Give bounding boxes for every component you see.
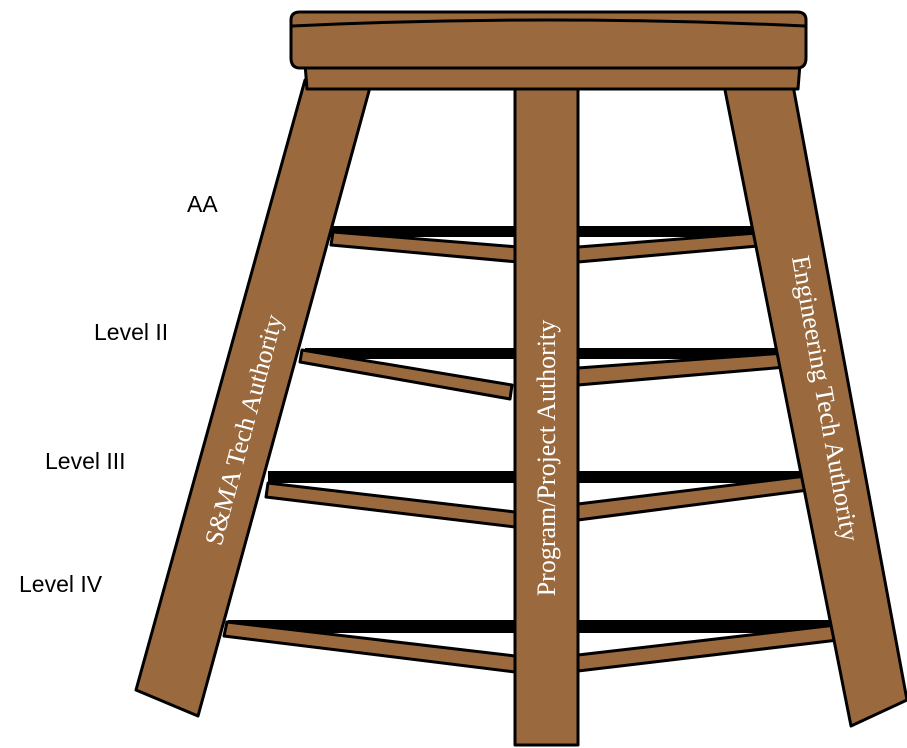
level-label-iii: Level III [45,448,126,474]
seat-edge-line [291,18,806,28]
stool-seat [289,10,808,91]
level-label-aa: AA [187,191,218,217]
center-leg-label: Program/Project Authority [532,320,561,597]
level-label-iv: Level IV [19,571,103,597]
rung-1-right [576,231,760,264]
seat-top [289,10,808,70]
rung-2-left [298,348,514,401]
level-label-ii: Level II [94,319,168,345]
rung-3-left [264,481,517,529]
